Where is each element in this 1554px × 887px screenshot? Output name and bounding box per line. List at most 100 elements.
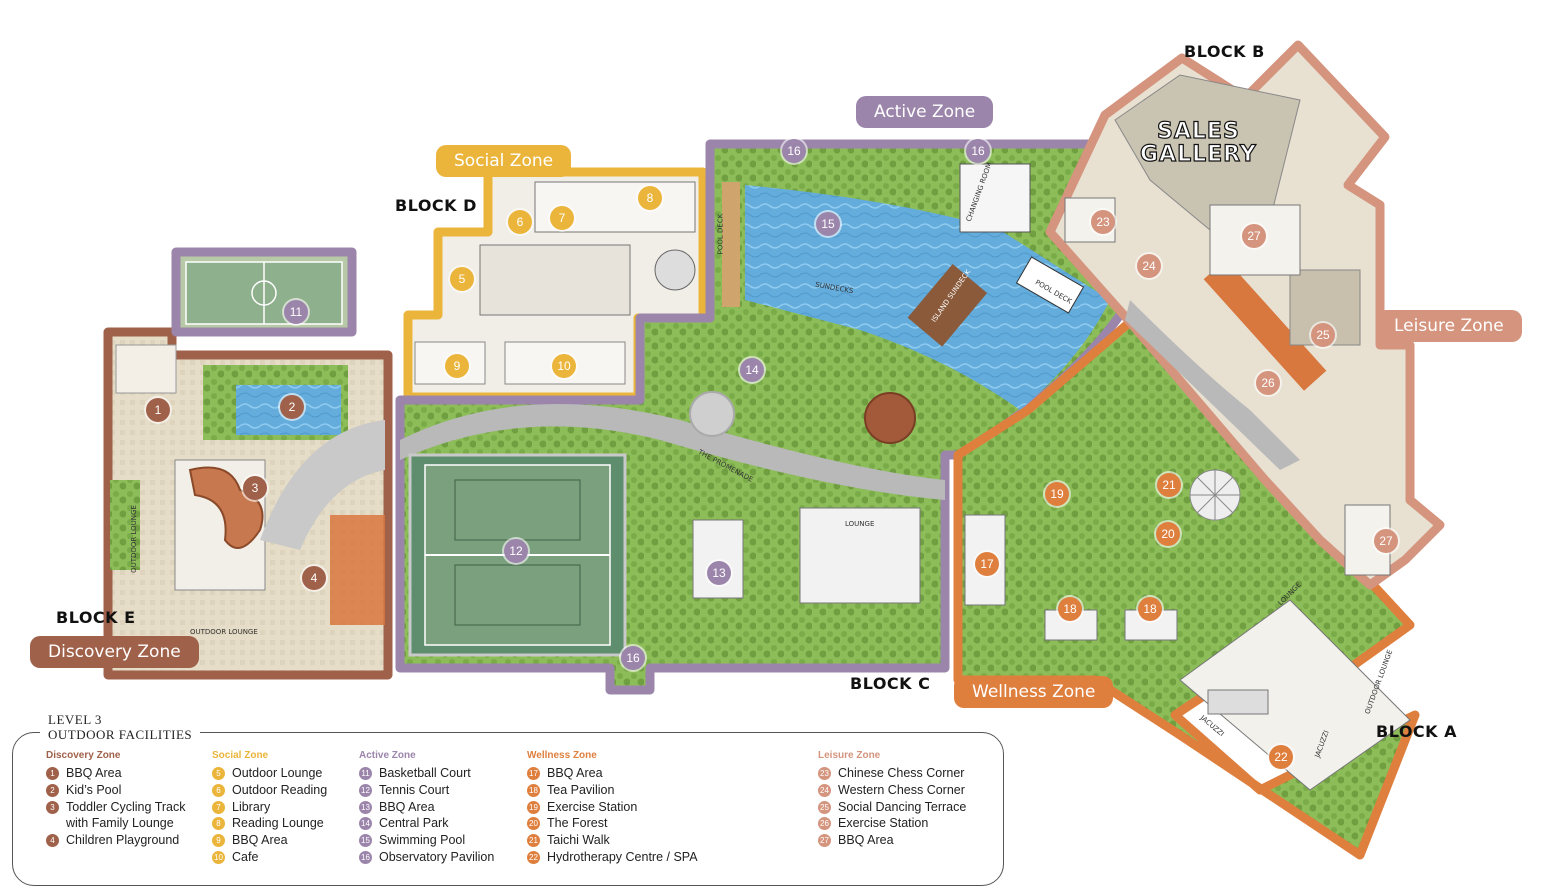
legend-number: 15 — [359, 834, 372, 848]
legend-item: 3 Toddler Cycling Track — [46, 800, 186, 817]
marker-16c[interactable]: 16 — [621, 646, 645, 670]
marker-9[interactable]: 9 — [445, 354, 469, 378]
legend-label: with Family Lounge — [66, 816, 174, 831]
legend-number: 22 — [527, 850, 540, 864]
legend-title: LEVEL 3 OUTDOOR FACILITIES — [40, 712, 201, 742]
block-c-label: BLOCK C — [850, 674, 931, 693]
legend-number: 17 — [527, 767, 540, 780]
marker-26[interactable]: 26 — [1256, 371, 1280, 395]
legend-wellness-heading: Wellness Zone — [527, 750, 597, 761]
marker-25[interactable]: 25 — [1311, 323, 1335, 347]
legend-number: 6 — [212, 783, 225, 797]
legend-label: Exercise Station — [547, 799, 638, 814]
marker-4[interactable]: 4 — [302, 566, 326, 590]
legend-label: Taichi Walk — [547, 833, 610, 848]
marker-16b[interactable]: 16 — [966, 139, 990, 163]
legend-label: Basketball Court — [379, 766, 471, 780]
marker-5[interactable]: 5 — [450, 267, 474, 291]
legend-label: Reading Lounge — [232, 816, 324, 831]
legend-number: 11 — [359, 767, 372, 780]
sales-gallery-line-1: SALES — [1156, 119, 1240, 144]
legend-label: Kid’s Pool — [66, 782, 122, 797]
legend-item: 23 Chinese Chess Corner — [818, 766, 966, 783]
legend-label: Swimming Pool — [379, 833, 466, 848]
marker-24[interactable]: 24 — [1137, 254, 1161, 278]
pool-deck-label: POOL DECK — [716, 213, 725, 255]
legend-number: 23 — [818, 767, 831, 780]
legend-label: Outdoor Lounge — [232, 766, 323, 780]
marker-17[interactable]: 17 — [975, 552, 999, 576]
social-zone-area — [403, 167, 708, 402]
marker-23[interactable]: 23 — [1091, 210, 1115, 234]
block-e-label: BLOCK E — [56, 608, 136, 627]
marker-20[interactable]: 20 — [1156, 522, 1180, 546]
legend-title-level: LEVEL 3 — [48, 712, 102, 727]
legend-number: 26 — [818, 817, 831, 831]
sales-gallery-line-2: GALLERY — [1139, 142, 1257, 167]
outdoor-lounge-label: OUTDOOR LOUNGE — [129, 505, 138, 573]
marker-13[interactable]: 13 — [707, 561, 731, 585]
marker-1[interactable]: 1 — [146, 398, 170, 422]
marker-3[interactable]: 3 — [243, 476, 267, 500]
legend-label: BBQ Area — [66, 766, 122, 780]
marker-6[interactable]: 6 — [508, 210, 532, 234]
zone-tag-active[interactable]: Active Zone — [856, 96, 994, 128]
legend-label: Exercise Station — [838, 816, 929, 831]
zone-tag-social[interactable]: Social Zone — [436, 145, 572, 177]
legend-label: Tea Pavilion — [547, 782, 615, 797]
legend-label: Outdoor Reading — [232, 782, 328, 797]
legend-leisure-heading: Leisure Zone — [818, 750, 881, 761]
marker-22[interactable]: 22 — [1269, 745, 1293, 769]
marker-16a[interactable]: 16 — [782, 139, 806, 163]
legend-number: 3 — [46, 800, 59, 814]
marker-18a[interactable]: 18 — [1058, 597, 1082, 621]
leisure-zone-area — [1045, 40, 1445, 590]
lounge-label: LOUNGE — [845, 520, 875, 528]
marker-15[interactable]: 15 — [816, 212, 840, 236]
marker-19[interactable]: 19 — [1045, 482, 1069, 506]
legend-label: Chinese Chess Corner — [838, 766, 965, 780]
legend-label: BBQ Area — [838, 833, 894, 848]
marker-12[interactable]: 12 — [504, 539, 528, 563]
legend-label: Children Playground — [66, 833, 180, 848]
block-b-label: BLOCK B — [1184, 42, 1265, 61]
block-a-label: BLOCK A — [1376, 722, 1458, 741]
marker-14[interactable]: 14 — [740, 358, 764, 382]
marker-27a[interactable]: 27 — [1242, 224, 1266, 248]
legend-label: Tennis Court — [379, 782, 450, 797]
marker-18b[interactable]: 18 — [1138, 597, 1162, 621]
legend-title-facilities: OUTDOOR FACILITIES — [48, 727, 193, 742]
legend-label: BBQ Area — [547, 766, 603, 780]
legend-number: 19 — [527, 800, 540, 814]
marker-11[interactable]: 11 — [284, 300, 308, 324]
legend-number: 10 — [212, 850, 225, 864]
legend-item: 17 BBQ Area — [527, 766, 698, 783]
zone-tag-leisure[interactable]: Leisure Zone — [1376, 310, 1522, 342]
marker-27b[interactable]: 27 — [1374, 529, 1398, 553]
legend-number: 1 — [46, 767, 59, 780]
legend-number: 8 — [212, 817, 225, 831]
legend-label: Toddler Cycling Track — [66, 799, 186, 814]
zone-tag-discovery[interactable]: Discovery Zone — [30, 636, 199, 668]
marker-7[interactable]: 7 — [550, 206, 574, 230]
marker-21[interactable]: 21 — [1157, 473, 1181, 497]
zone-tag-wellness[interactable]: Wellness Zone — [954, 676, 1114, 708]
legend-label: Library — [232, 799, 271, 814]
marker-2[interactable]: 2 — [280, 395, 304, 419]
marker-8[interactable]: 8 — [638, 186, 662, 210]
legend-number: 9 — [212, 834, 225, 848]
marker-10[interactable]: 10 — [552, 354, 576, 378]
